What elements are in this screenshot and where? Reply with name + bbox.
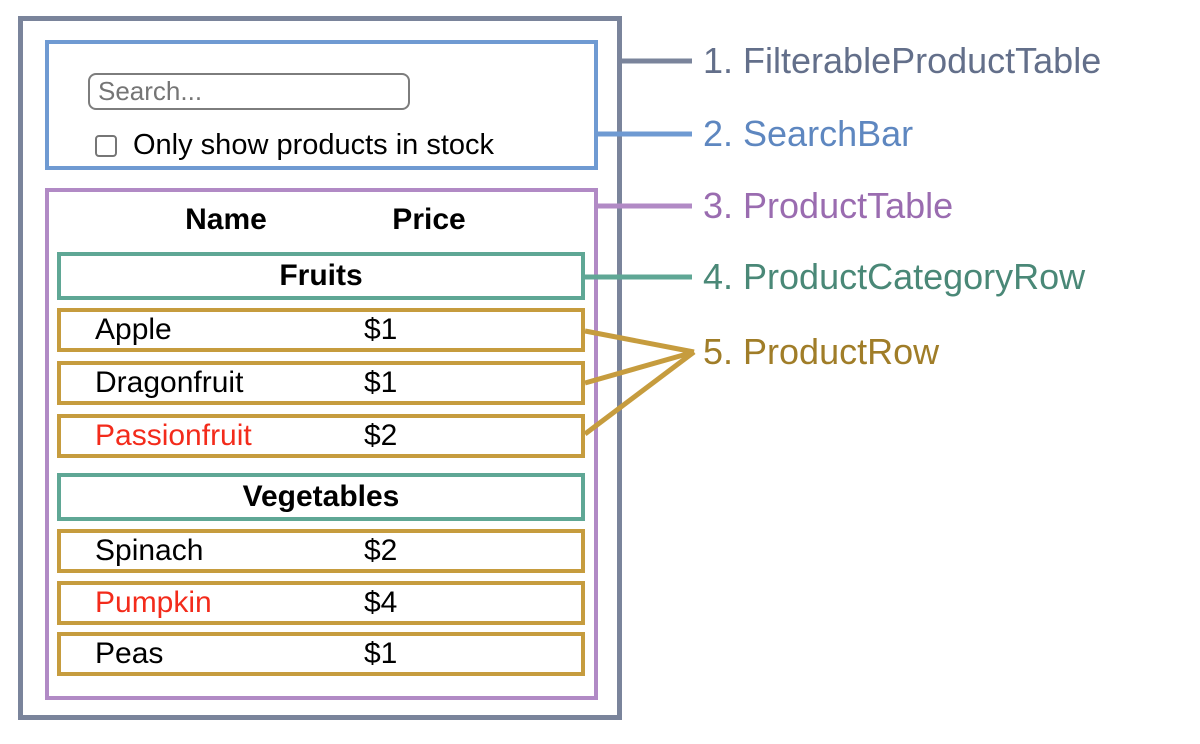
product-price: $4: [364, 586, 398, 619]
product-name: Pumpkin: [95, 586, 212, 619]
name-column-header: Name: [185, 203, 267, 236]
product-table-box: Name Price Fruits Apple $1 Dragonfruit $…: [45, 188, 598, 700]
product-price: $1: [364, 366, 398, 399]
product-row-passionfruit: Passionfruit $2: [57, 414, 585, 458]
product-row-pumpkin: Pumpkin $4: [57, 581, 585, 625]
product-category-row-fruits: Fruits: [57, 252, 585, 300]
search-bar-box: Only show products in stock: [45, 40, 598, 170]
product-price: $2: [364, 419, 398, 452]
legend-label-filterable-product-table: 1. FilterableProductTable: [703, 40, 1102, 81]
legend-label-product-category-row: 4. ProductCategoryRow: [703, 256, 1086, 297]
product-category-row-vegetables: Vegetables: [57, 473, 585, 521]
product-row-spinach: Spinach $2: [57, 529, 585, 573]
legend-label-product-row: 5. ProductRow: [703, 331, 940, 372]
product-price: $2: [364, 534, 398, 567]
product-price: $1: [364, 313, 398, 346]
product-row-dragonfruit: Dragonfruit $1: [57, 361, 585, 405]
in-stock-filter: Only show products in stock: [95, 129, 494, 162]
in-stock-checkbox-label: Only show products in stock: [133, 129, 495, 161]
product-name: Peas: [95, 637, 164, 670]
price-column-header: Price: [392, 203, 466, 236]
legend-label-product-table: 3. ProductTable: [703, 185, 954, 226]
product-name: Spinach: [95, 534, 204, 567]
product-price: $1: [364, 637, 398, 670]
product-name: Dragonfruit: [95, 366, 244, 399]
in-stock-checkbox[interactable]: [95, 134, 117, 157]
product-row-apple: Apple $1: [57, 308, 585, 352]
product-name: Passionfruit: [95, 419, 252, 452]
product-row-peas: Peas $1: [57, 632, 585, 676]
search-input[interactable]: [88, 73, 410, 110]
filterable-product-table-box: Only show products in stock Name Price F…: [18, 16, 622, 720]
legend-label-search-bar: 2. SearchBar: [703, 113, 914, 154]
product-name: Apple: [95, 313, 172, 346]
